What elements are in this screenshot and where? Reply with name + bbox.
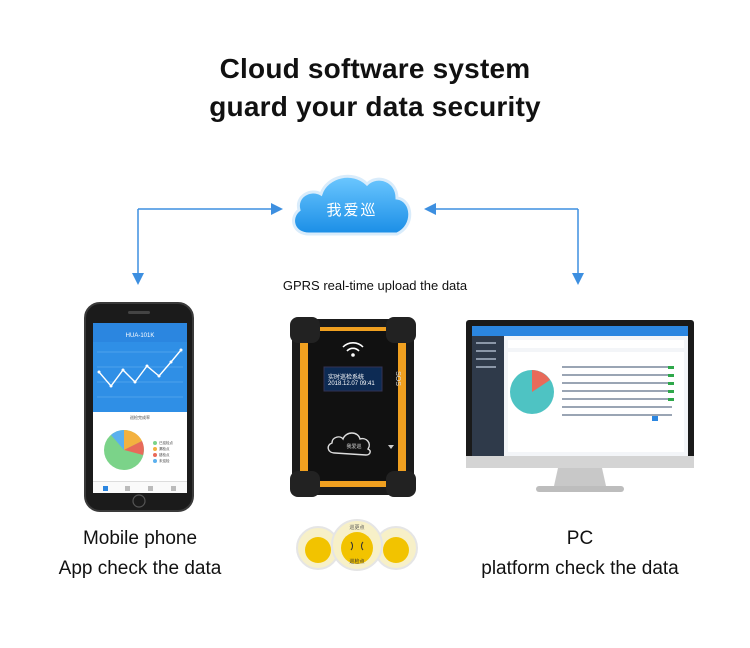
caption-pc-line-2: platform check the data — [481, 558, 679, 579]
headline-line-2: guard your data security — [209, 91, 541, 122]
phone-tab-bar — [93, 481, 187, 493]
tag-label-mid: 巡检点 — [349, 559, 365, 565]
mobile-phone: HUA-101K 巡检完成率 已巡检点 — [84, 302, 194, 512]
legend-item: 漏检点 — [159, 447, 170, 451]
caption-mobile-line-1: Mobile phone — [82, 528, 198, 549]
device-screen-line-2: 2018.12.07 09:41 — [328, 381, 375, 387]
upload-label: GPRS real-time upload the data — [282, 278, 468, 293]
legend-item: 已巡检点 — [159, 441, 173, 445]
legend-item: 未巡检 — [159, 459, 170, 463]
phone-screen-title: HUA-101K — [93, 331, 187, 342]
phone-line-chart — [93, 342, 187, 412]
cloud-icon: 我爱巡 — [287, 168, 417, 240]
phone-screen: HUA-101K 巡检完成率 已巡检点 — [93, 323, 187, 493]
headline-line-1: Cloud software system — [219, 53, 531, 84]
phone-pie-chart — [104, 429, 144, 470]
phone-status-bar — [93, 323, 187, 331]
caption-mobile: Mobile phone App check the data — [30, 524, 250, 584]
legend-item: 错检点 — [159, 453, 170, 457]
device-screen-line-1: 实时巡检系统 — [328, 375, 365, 381]
phone-legend: 已巡检点 漏检点 错检点 未巡检 — [153, 440, 173, 464]
pc-monitor — [466, 320, 694, 496]
device-cloud-label: 我爱巡 — [346, 444, 362, 450]
nfc-tags: 巡更点 巡检点 — [296, 512, 418, 578]
caption-mobile-line-2: App check the data — [58, 558, 222, 579]
cloud-label: 我爱巡 — [326, 201, 378, 219]
tag-label-top: 巡更点 — [349, 525, 365, 531]
caption-pc-line-1: PC — [566, 528, 594, 549]
phone-card-title: 巡检完成率 — [130, 415, 150, 420]
device-sos-label: SOS — [393, 371, 401, 386]
caption-pc: PC platform check the data — [460, 524, 700, 584]
patrol-device: 实时巡检系统 2018.12.07 09:41 SOS 我爱巡 — [290, 317, 416, 497]
